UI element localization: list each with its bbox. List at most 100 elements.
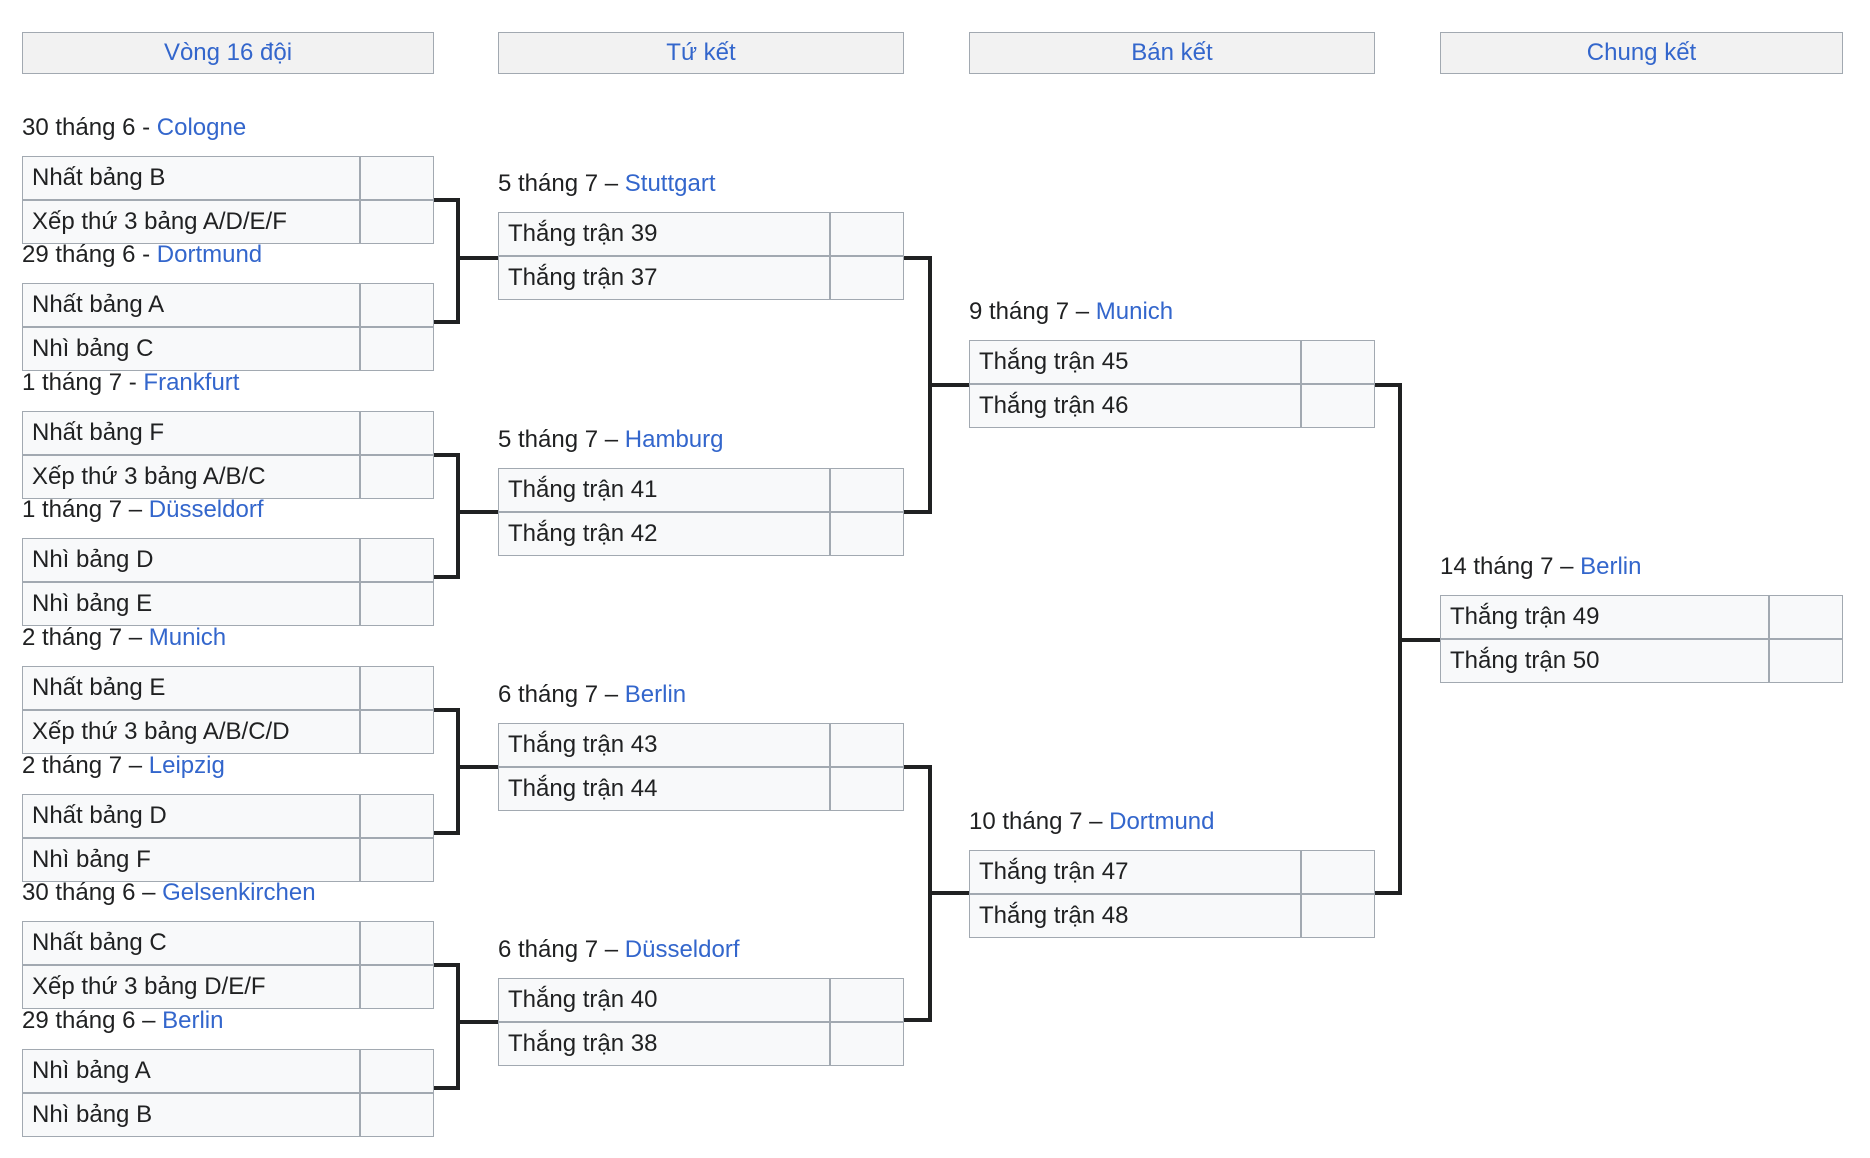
team-name: Xếp thứ 3 bảng D/E/F [23,966,361,1008]
team-name: Thắng trận 50 [1441,640,1770,682]
team-score [361,583,433,625]
team-name: Nhì bảng F [23,839,361,881]
match-date: 14 tháng 7 – Berlin [1440,553,1642,580]
team-row: Thắng trận 41 [498,468,904,512]
team-score [361,456,433,498]
venue-link[interactable]: Frankfurt [143,369,240,396]
match-date: 5 tháng 7 – Stuttgart [498,170,716,197]
team-name: Nhất bảng F [23,412,361,454]
match-date: 29 tháng 6 – Berlin [22,1007,224,1034]
team-score [831,979,903,1021]
team-score [1302,851,1374,893]
match-date: 30 tháng 6 – Gelsenkirchen [22,879,316,906]
team-score [831,724,903,766]
match-date: 5 tháng 7 – Hamburg [498,426,724,453]
team-name: Thắng trận 44 [499,768,831,810]
team-score [361,201,433,243]
match-date: 29 tháng 6 - Dortmund [22,241,263,268]
match-date: 2 tháng 7 – Munich [22,624,227,651]
team-score [831,1023,903,1065]
venue-link[interactable]: Leipzig [148,752,225,779]
match-date: 1 tháng 7 - Frankfurt [22,369,240,396]
team-row: Xếp thứ 3 bảng A/B/C/D [22,710,434,754]
team-score [361,284,433,326]
team-score [361,922,433,964]
team-score [361,711,433,753]
venue-link[interactable]: Berlin [162,1007,224,1034]
venue-link[interactable]: Dortmund [1109,808,1215,835]
team-score [1302,341,1374,383]
team-score [831,257,903,299]
team-row: Nhì bảng D [22,538,434,582]
team-score [1302,385,1374,427]
team-row: Thắng trận 37 [498,256,904,300]
team-row: Thắng trận 38 [498,1022,904,1066]
team-name: Nhì bảng E [23,583,361,625]
team-row: Thắng trận 45 [969,340,1375,384]
team-name: Thắng trận 40 [499,979,831,1021]
team-name: Nhất bảng D [23,795,361,837]
team-score [1770,596,1842,638]
team-row: Nhất bảng D [22,794,434,838]
match-date: 6 tháng 7 – Berlin [498,681,687,708]
team-row: Nhất bảng B [22,156,434,200]
round-header-sf: Bán kết [969,32,1375,74]
team-name: Nhì bảng D [23,539,361,581]
team-score [361,1050,433,1092]
team-score [1302,895,1374,937]
venue-link[interactable]: Stuttgart [624,170,716,197]
team-score [361,539,433,581]
venue-link[interactable]: Berlin [624,681,687,708]
team-row: Thắng trận 47 [969,850,1375,894]
team-name: Thắng trận 49 [1441,596,1770,638]
team-score [831,513,903,555]
match-date: 6 tháng 7 – Düsseldorf [498,936,740,963]
team-name: Xếp thứ 3 bảng A/D/E/F [23,201,361,243]
team-row: Nhì bảng A [22,1049,434,1093]
venue-link[interactable]: Cologne [156,114,247,141]
connector-r16-5-6 [434,708,498,835]
venue-link[interactable]: Munich [148,624,227,651]
team-row: Thắng trận 39 [498,212,904,256]
match-date: 1 tháng 7 – Düsseldorf [22,496,264,523]
team-name: Nhì bảng C [23,328,361,370]
team-row: Thắng trận 46 [969,384,1375,428]
match-date: 10 tháng 7 – Dortmund [969,808,1215,835]
team-row: Nhì bảng C [22,327,434,371]
team-row: Xếp thứ 3 bảng D/E/F [22,965,434,1009]
team-row: Thắng trận 40 [498,978,904,1022]
connector-qf-1-2 [904,256,969,514]
team-name: Thắng trận 47 [970,851,1302,893]
team-row: Thắng trận 50 [1440,639,1843,683]
connector-r16-3-4 [434,453,498,579]
team-name: Thắng trận 38 [499,1023,831,1065]
round-header-r16: Vòng 16 đội [22,32,434,74]
team-score [831,768,903,810]
venue-link[interactable]: Düsseldorf [624,936,740,963]
venue-link[interactable]: Düsseldorf [148,496,264,523]
venue-link[interactable]: Dortmund [156,241,263,268]
team-name: Xếp thứ 3 bảng A/B/C/D [23,711,361,753]
team-name: Thắng trận 42 [499,513,831,555]
team-score [361,157,433,199]
match-date: 9 tháng 7 – Munich [969,298,1174,325]
team-row: Nhất bảng F [22,411,434,455]
team-name: Nhì bảng B [23,1094,361,1136]
team-score [361,667,433,709]
venue-link[interactable]: Berlin [1580,553,1642,580]
team-row: Thắng trận 42 [498,512,904,556]
connector-r16-7-8 [434,963,498,1090]
team-name: Thắng trận 41 [499,469,831,511]
round-header-qf: Tứ kết [498,32,904,74]
team-name: Thắng trận 45 [970,341,1302,383]
venue-link[interactable]: Hamburg [624,426,724,453]
team-row: Nhất bảng C [22,921,434,965]
team-row: Xếp thứ 3 bảng A/D/E/F [22,200,434,244]
team-name: Nhất bảng E [23,667,361,709]
venue-link[interactable]: Munich [1095,298,1174,325]
connector-r16-1-2 [434,198,498,324]
team-name: Nhất bảng C [23,922,361,964]
team-score [361,328,433,370]
venue-link[interactable]: Gelsenkirchen [162,879,316,906]
team-score [1770,640,1842,682]
